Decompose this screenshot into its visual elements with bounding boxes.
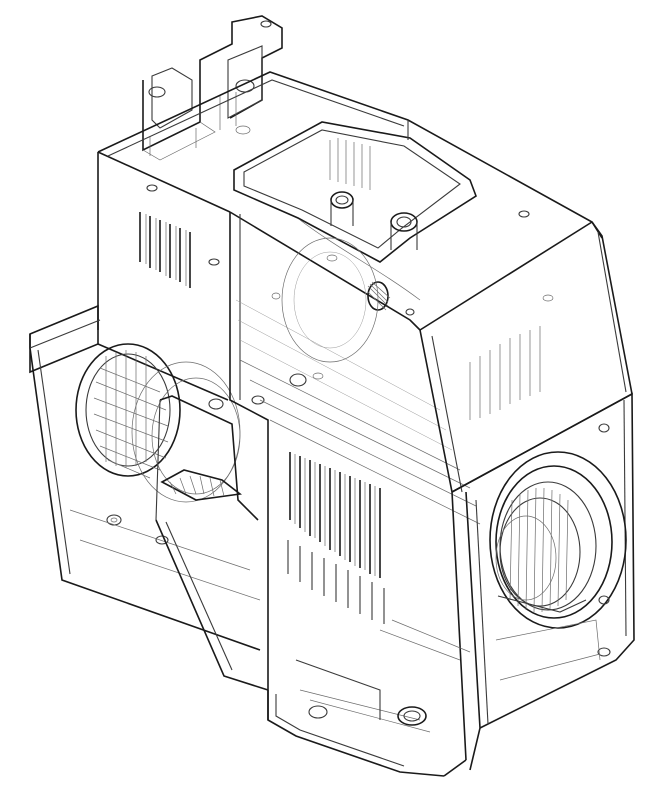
upper-housing-block [97,71,633,493]
left-motor-housing [29,304,261,651]
bottom-base [267,491,601,777]
right-bearing-housing [419,294,635,761]
central-chassis [155,212,481,720]
top-mounting-bracket [142,15,283,161]
